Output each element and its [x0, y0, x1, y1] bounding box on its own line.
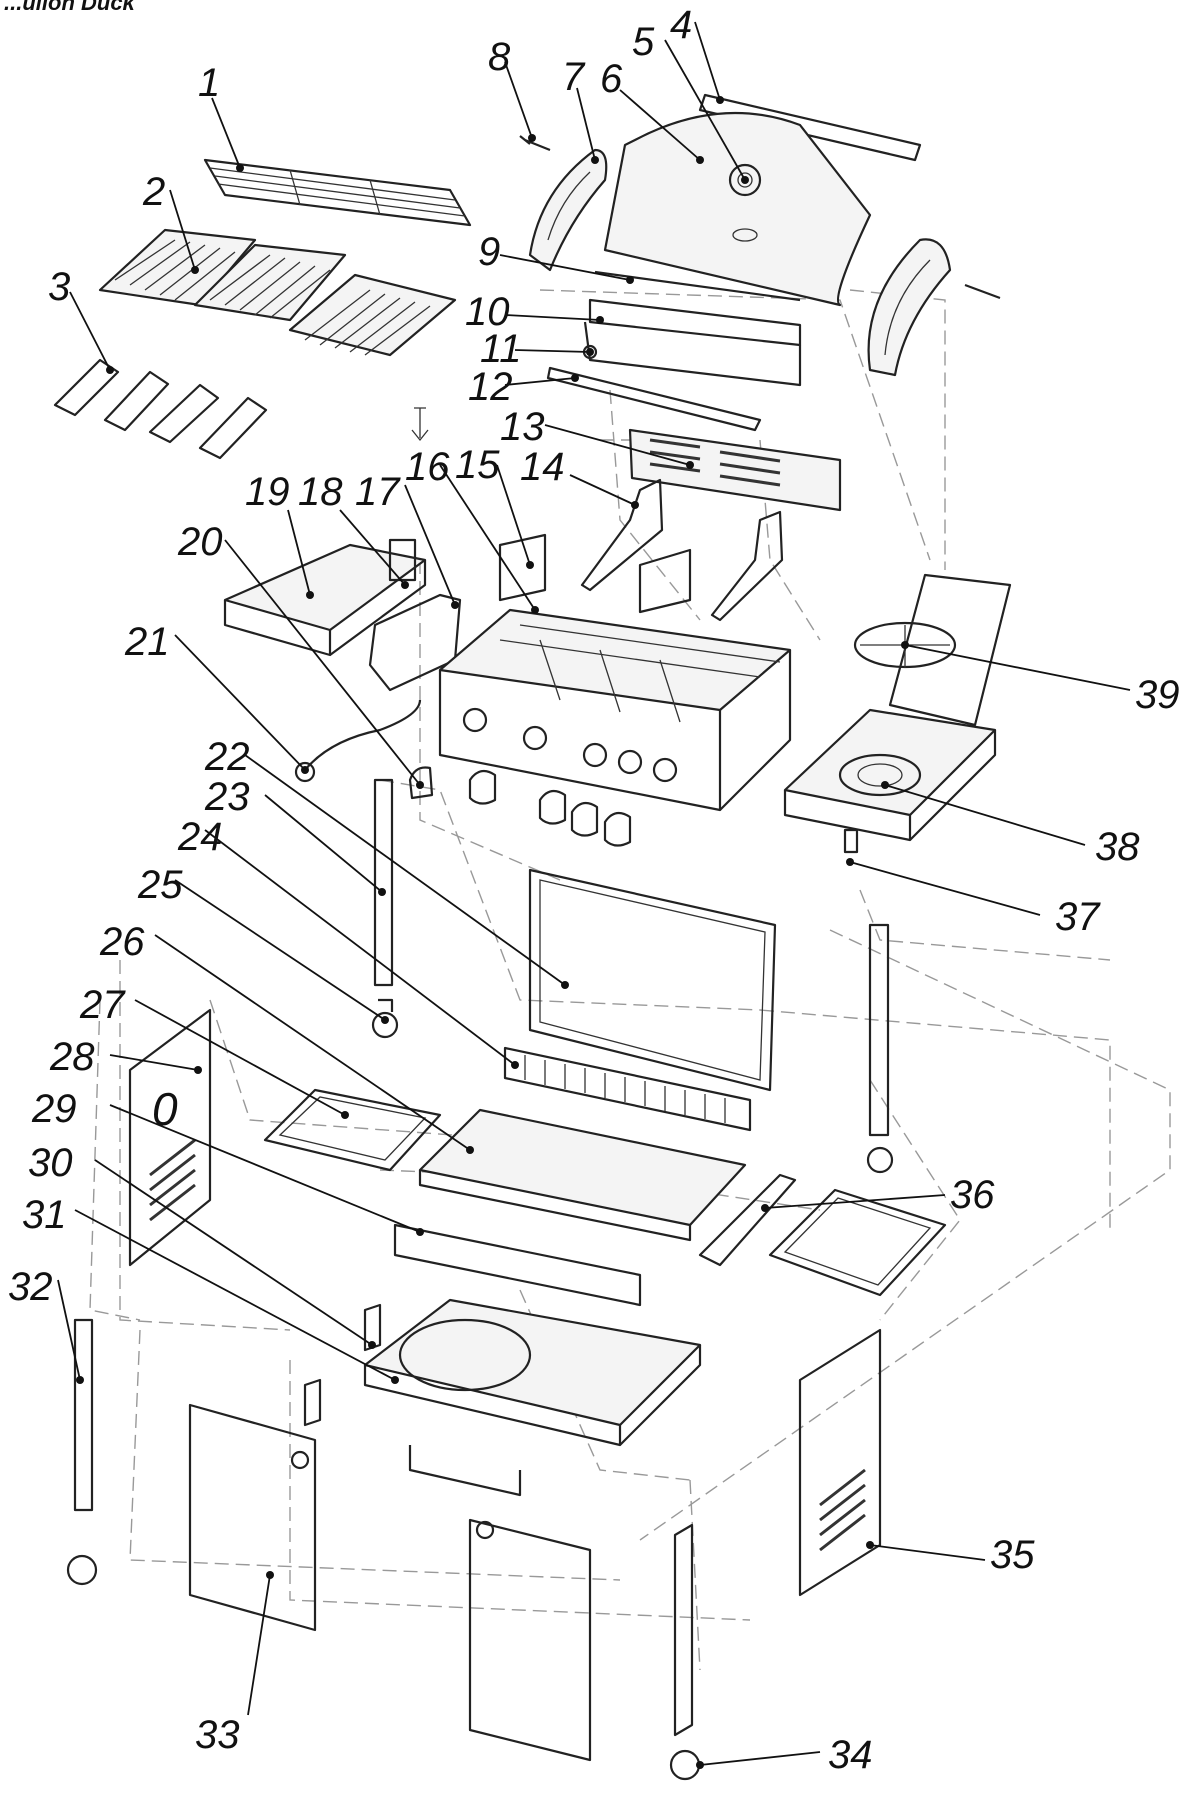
part-main-firebox	[438, 608, 792, 847]
callout-23: 23	[204, 775, 250, 819]
header-title: ...ulion Duck	[4, 0, 137, 15]
callout-6: 6	[600, 57, 623, 101]
part-bottom-shelf	[418, 1108, 747, 1242]
callout-10: 10	[465, 290, 510, 334]
part-side-burner	[783, 573, 1012, 854]
callout-17: 17	[355, 470, 401, 514]
callout-8: 8	[488, 35, 511, 79]
callout-34: 34	[828, 1733, 873, 1777]
part-cylinder-tray	[303, 1298, 702, 1497]
part-right-rear-leg	[669, 1523, 701, 1781]
callout-1: 1	[198, 61, 220, 105]
callout-21: 21	[124, 620, 170, 664]
callout-24: 24	[177, 815, 223, 859]
part-left-front-leg	[371, 778, 399, 1039]
callout-25: 25	[137, 863, 183, 907]
callout-38: 38	[1095, 825, 1140, 869]
callout-27: 27	[79, 983, 126, 1027]
callout-leader-lines	[57, 21, 1131, 1766]
part-right-door	[468, 1518, 592, 1762]
callout-14: 14	[520, 445, 565, 489]
part-back-panel	[528, 868, 777, 1092]
callout-36: 36	[950, 1173, 995, 1217]
callout-15: 15	[455, 443, 500, 487]
callout-32: 32	[8, 1265, 53, 1309]
part-left-side-panel: 0	[128, 1008, 212, 1267]
callout-22: 22	[204, 735, 250, 779]
part-left-door	[188, 1403, 317, 1632]
callout-29: 29	[31, 1087, 77, 1131]
callout-leader-dots	[76, 96, 909, 1769]
callout-7: 7	[562, 55, 586, 99]
callout-3: 3	[48, 265, 70, 309]
callout-33: 33	[195, 1713, 240, 1757]
part-right-side-panel	[798, 1328, 882, 1597]
down-arrow-icon	[411, 407, 429, 442]
part-lid-assembly	[519, 93, 1001, 377]
part-gas-hose-regulator	[294, 699, 434, 800]
callout-31: 31	[22, 1193, 67, 1237]
callout-11: 11	[480, 327, 522, 371]
callout-35: 35	[990, 1533, 1035, 1577]
callout-37: 37	[1055, 895, 1101, 939]
svg-text:0: 0	[152, 1083, 178, 1135]
callout-16: 16	[405, 445, 450, 489]
callout-28: 28	[49, 1035, 95, 1079]
callout-12: 12	[468, 365, 513, 409]
part-cross-rails	[393, 1173, 797, 1307]
part-drip-tray	[263, 1088, 442, 1172]
part-firebox-brackets	[368, 478, 784, 692]
callout-13: 13	[500, 405, 545, 449]
part-left-rear-leg	[66, 1318, 98, 1586]
callout-30: 30	[28, 1141, 73, 1185]
callout-9: 9	[478, 230, 500, 274]
callout-19: 19	[245, 470, 290, 514]
part-hood-back	[546, 298, 842, 512]
callout-2: 2	[142, 170, 165, 214]
callout-26: 26	[99, 920, 145, 964]
part-rear-vent-strip	[503, 1046, 752, 1132]
part-warming-rack	[203, 158, 472, 227]
callout-4: 4	[670, 3, 692, 47]
part-cooking-grates	[98, 228, 457, 357]
part-right-tray	[768, 1188, 947, 1297]
part-flame-tamers	[53, 358, 268, 460]
callout-39: 39	[1135, 673, 1180, 717]
part-right-front-leg	[866, 923, 894, 1174]
callout-18: 18	[298, 470, 343, 514]
callout-5: 5	[632, 20, 655, 64]
callout-labels: 1 2 3 4 5 6 7 8 9 10 11 12 13 14 15 16 1…	[8, 3, 1180, 1777]
callout-20: 20	[177, 520, 223, 564]
part-left-side-shelf	[223, 538, 427, 657]
